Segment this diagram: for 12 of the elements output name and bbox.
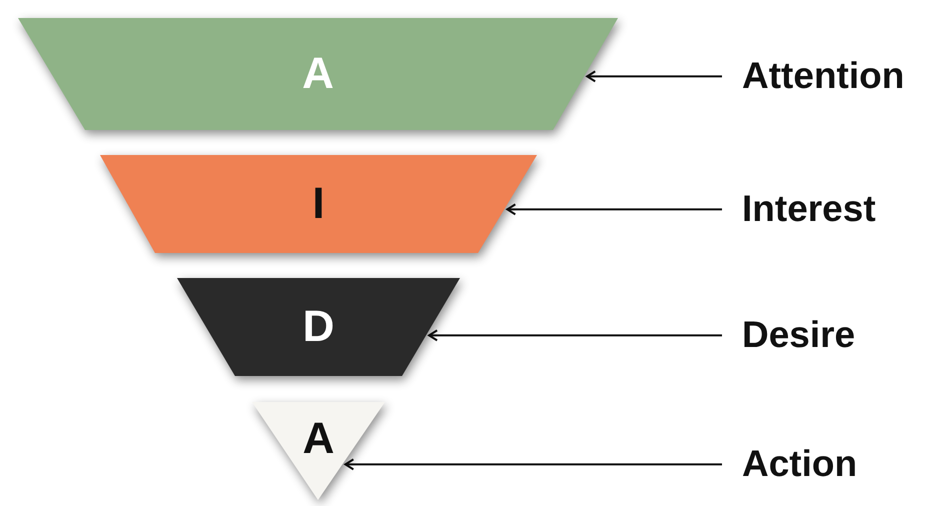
arrow xyxy=(506,203,722,216)
stage-letter: A xyxy=(302,417,334,462)
stage-letter: A xyxy=(302,52,334,96)
stage-label: Desire xyxy=(742,315,856,356)
stage-label: Action xyxy=(742,444,858,485)
stage-letter: D xyxy=(302,305,334,349)
arrow xyxy=(586,70,722,82)
arrow xyxy=(428,329,722,342)
stage-letter: I xyxy=(312,182,325,226)
arrow xyxy=(344,458,722,470)
stage-label: Attention xyxy=(742,56,904,97)
stage-label: Interest xyxy=(742,189,876,230)
